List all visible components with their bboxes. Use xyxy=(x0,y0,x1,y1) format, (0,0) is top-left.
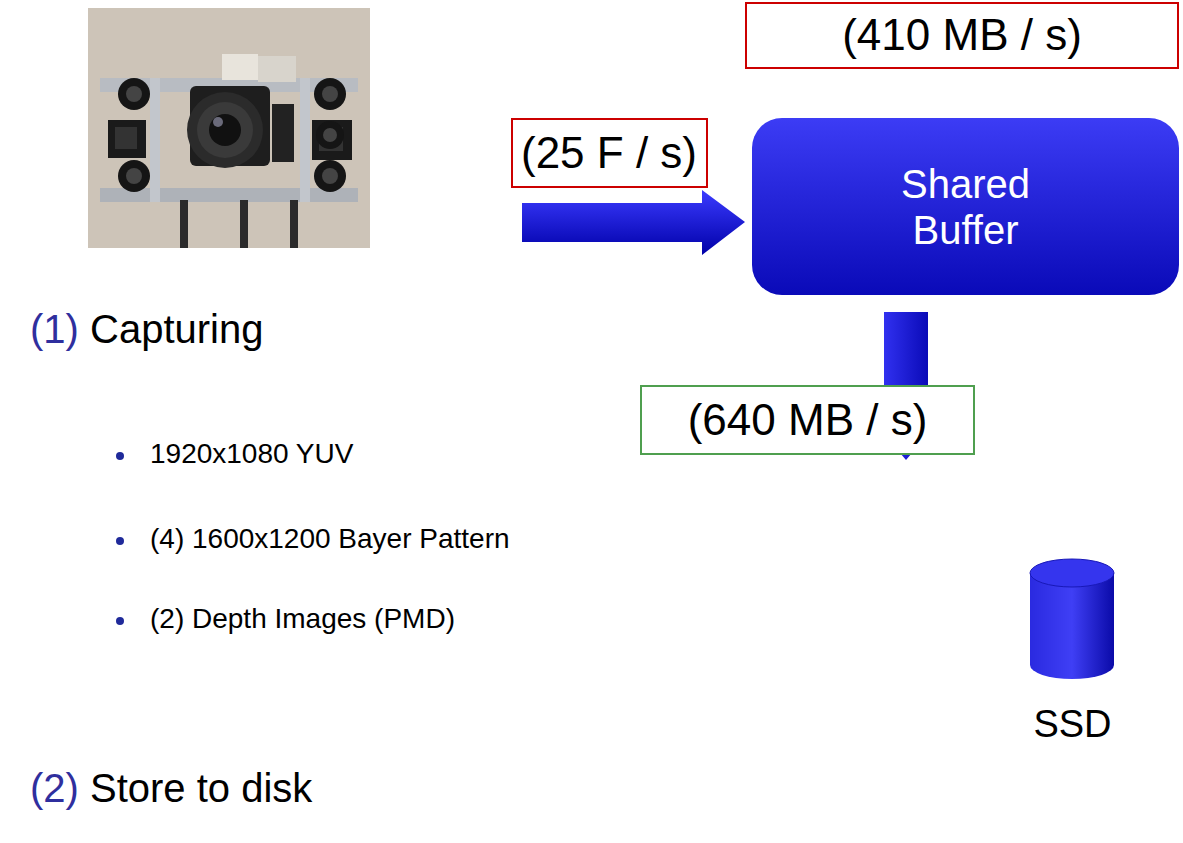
bullet-dot xyxy=(116,452,124,460)
rate-label: (410 MB / s) xyxy=(842,10,1082,61)
step-number: (2) xyxy=(30,765,79,811)
bullet-dot xyxy=(116,617,124,625)
storage-cylinder: SSD xyxy=(1017,555,1128,755)
block-arrow xyxy=(522,190,745,255)
rate-box: (640 MB / s) xyxy=(640,385,975,455)
step-number: (1) xyxy=(30,306,79,352)
camera-rig-photo xyxy=(88,8,370,248)
storage-label: SSD xyxy=(1017,703,1128,747)
bullet-dot xyxy=(116,537,124,545)
bullet-item: (2) Depth Images (PMD) xyxy=(150,603,455,635)
bullet-item: 1920x1080 YUV xyxy=(150,438,353,470)
step-title: Store to disk xyxy=(90,765,312,811)
rate-box: (25 F / s) xyxy=(511,118,708,188)
rate-box: (410 MB / s) xyxy=(745,2,1179,69)
bullet-item: (4) 1600x1200 Bayer Pattern xyxy=(150,523,510,555)
process-box: Shared Buffer xyxy=(752,118,1179,295)
box-title: Shared Buffer xyxy=(866,161,1066,253)
rate-label: (25 F / s) xyxy=(521,128,697,179)
rate-label: (640 MB / s) xyxy=(688,395,928,446)
cylinder-shape xyxy=(1020,555,1125,685)
step-title: Capturing xyxy=(90,306,263,352)
